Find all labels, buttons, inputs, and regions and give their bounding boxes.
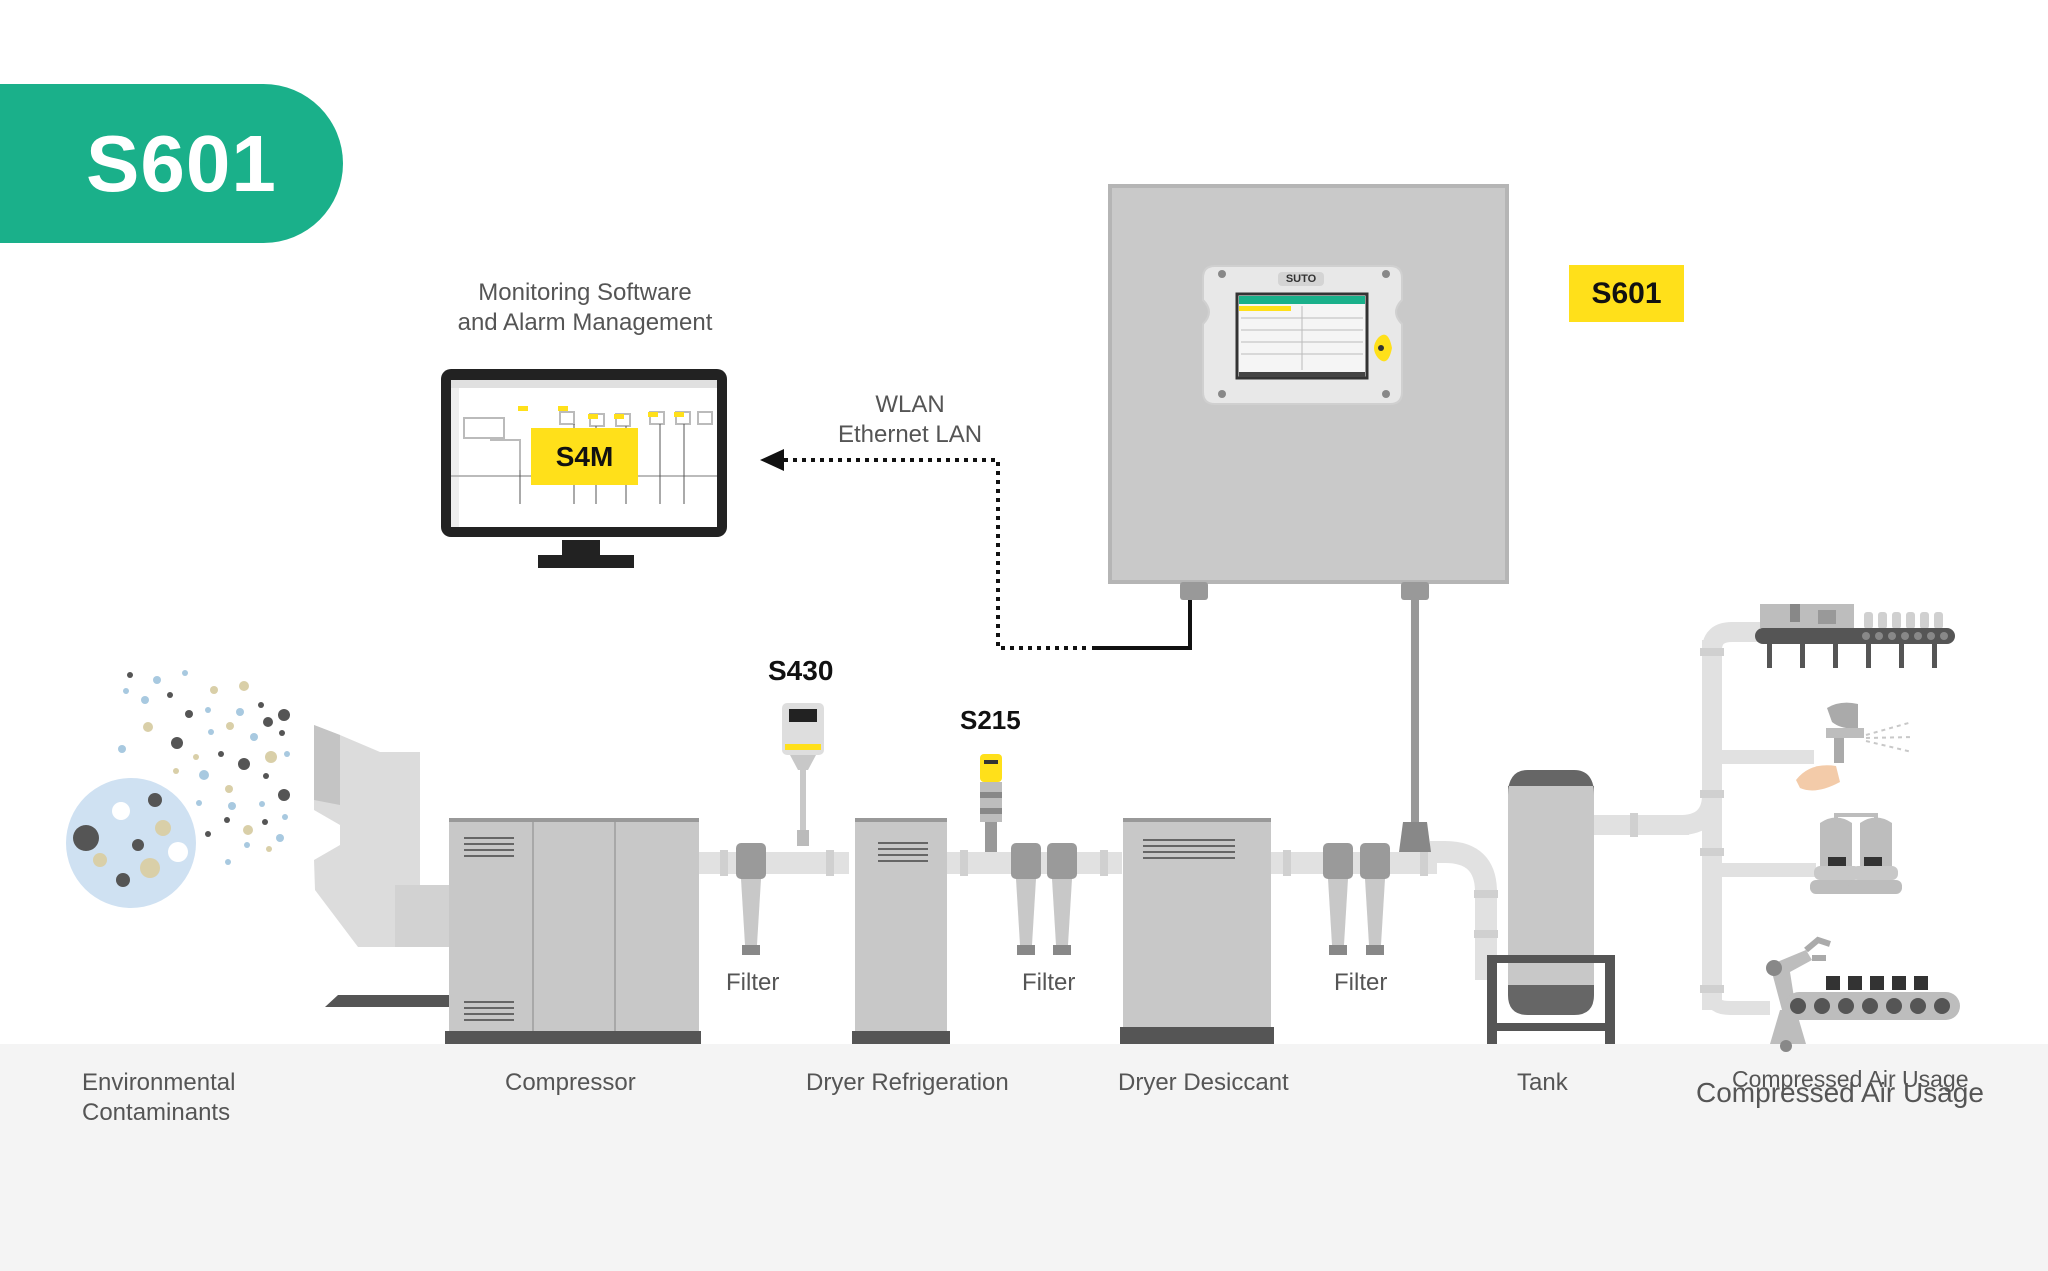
air-intake-duct — [314, 725, 450, 1007]
station-label-compressor: Compressor — [505, 1069, 636, 1096]
brand-logo: SUTO — [1285, 273, 1317, 285]
connection-caption-line2: Ethernet LAN — [837, 421, 983, 448]
arrow-icon — [760, 449, 784, 471]
s215-flow-sensor — [980, 754, 1002, 852]
monitoring-caption: Monitoring Software and Alarm Management — [430, 278, 740, 338]
usage-spray-gun — [1796, 702, 1915, 791]
contaminant-particles — [66, 670, 290, 908]
monitoring-caption-line1: Monitoring Software — [478, 279, 692, 306]
station-label-environment-line1: Environmental — [82, 1069, 236, 1096]
filter-label-3: Filter — [1334, 969, 1388, 996]
air-tank — [1487, 770, 1615, 1044]
title-badge-text: S601 — [86, 118, 277, 208]
s215-device-tag: S215 — [960, 705, 1021, 735]
station-label-usage-a: Compressed Air Usage — [1732, 1066, 1969, 1092]
usage-bottling-line — [1755, 604, 1955, 668]
monitoring-caption-line2: and Alarm Management — [457, 309, 713, 336]
filter-label-2: Filter — [1022, 969, 1076, 996]
s601-logger-enclosure — [1108, 184, 1509, 852]
s601-device-tag: S601 — [1569, 265, 1684, 322]
filter-3 — [1323, 843, 1390, 955]
s430-dewpoint-sensor — [782, 703, 824, 846]
usage-pneumatic-tools — [1810, 813, 1902, 894]
dryer-refrigeration-machine — [852, 818, 950, 1044]
filter-2 — [1011, 843, 1077, 955]
usage-robot-conveyor — [1766, 936, 1960, 1052]
floor-area — [0, 1044, 2048, 1271]
network-connection — [760, 449, 1192, 650]
connection-caption-line1: WLAN — [875, 391, 945, 418]
station-label-dryer-refrigeration: Dryer Refrigeration — [806, 1069, 1009, 1096]
compressor-machine — [445, 818, 701, 1044]
station-label-usage-b: Compressed Air Usage — [1696, 1077, 1984, 1108]
station-label-tank: Tank — [1517, 1069, 1568, 1096]
filter-label-1: Filter — [726, 969, 780, 996]
usb-icon — [1374, 334, 1392, 362]
filter-1 — [736, 843, 766, 955]
station-label-dryer-desiccant: Dryer Desiccant — [1118, 1069, 1289, 1096]
distribution-piping — [1594, 622, 1816, 1015]
connection-caption: WLAN Ethernet LAN — [830, 390, 990, 450]
s430-device-tag: S430 — [768, 655, 834, 686]
title-badge: S601 — [0, 84, 343, 243]
station-label-environment-line2: Contaminants — [82, 1099, 231, 1126]
s4m-software-tag: S4M — [531, 428, 638, 485]
station-label-environment: Environmental Contaminants — [82, 1068, 235, 1128]
dryer-desiccant-machine — [1120, 818, 1274, 1044]
